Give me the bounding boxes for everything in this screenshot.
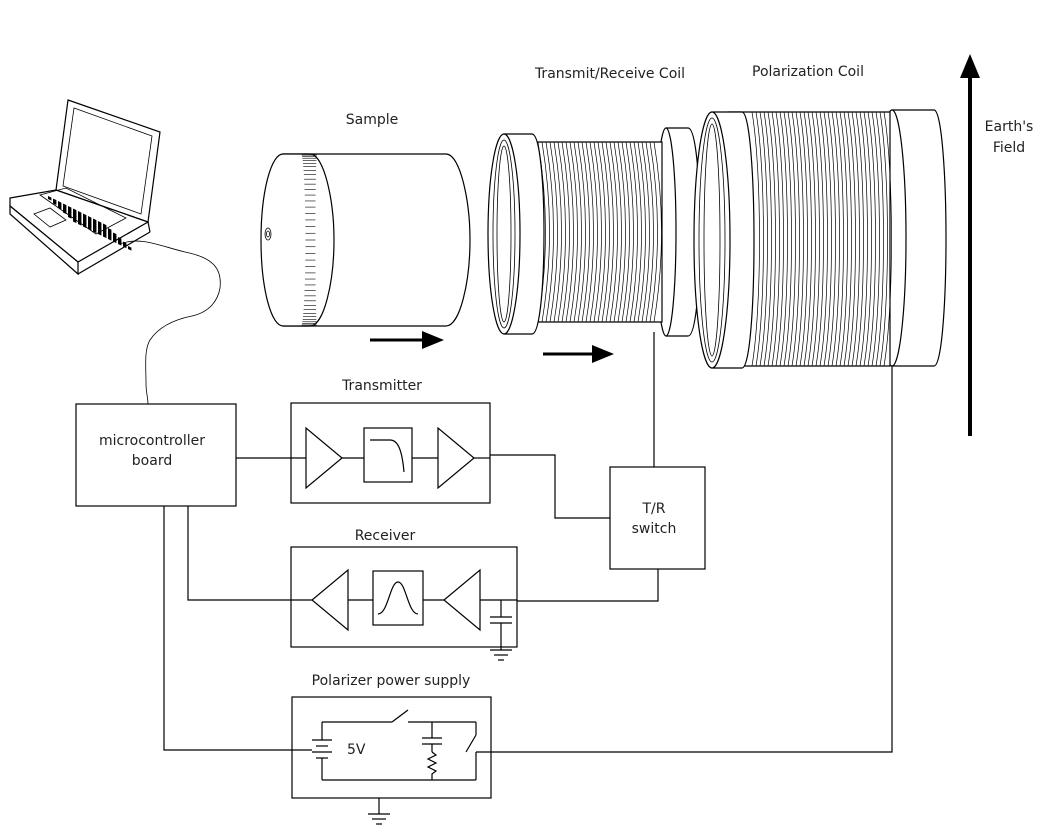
switch-icon bbox=[465, 734, 477, 753]
lowpass-filter-icon bbox=[363, 427, 413, 483]
trswitch-label-line2: switch bbox=[632, 521, 677, 537]
earth-field-label-line2: Field bbox=[993, 140, 1025, 156]
mcu-label-line1: microcontroller bbox=[99, 433, 205, 449]
transmit-receive-coil bbox=[487, 127, 701, 337]
capacitor-icon bbox=[422, 722, 442, 752]
polarization-coil bbox=[693, 109, 947, 369]
sample-cap-ridges bbox=[301, 153, 317, 327]
sample-cylinder bbox=[260, 153, 471, 327]
battery-icon bbox=[312, 722, 332, 780]
ground-icon bbox=[490, 649, 512, 661]
earth-field-label-line1: Earth's bbox=[985, 119, 1034, 135]
transmitter-label: Transmitter bbox=[341, 378, 422, 394]
usb-cable bbox=[119, 240, 221, 405]
capacitor-icon bbox=[490, 600, 512, 650]
polarizer-psu-label: Polarizer power supply bbox=[312, 673, 471, 689]
trswitch-label-line1: T/R bbox=[642, 501, 666, 517]
switch-icon bbox=[322, 709, 476, 723]
battery-voltage-label: 5V bbox=[347, 742, 366, 758]
amplifier-triangle-icon bbox=[305, 426, 343, 490]
bandpass-filter-icon bbox=[372, 570, 424, 626]
pol-coil-label: Polarization Coil bbox=[752, 64, 864, 80]
resistor-icon bbox=[426, 751, 438, 780]
tr-coil-label: Transmit/Receive Coil bbox=[534, 66, 685, 82]
coil-windings bbox=[751, 111, 892, 367]
mcu-label-line2: board bbox=[132, 453, 172, 469]
amplifier-triangle-icon bbox=[437, 426, 475, 490]
coil-windings bbox=[533, 141, 662, 323]
sample-label: Sample bbox=[346, 112, 399, 128]
ground-icon bbox=[368, 813, 390, 825]
arrow-icon bbox=[370, 331, 444, 349]
laptop-icon bbox=[9, 99, 161, 276]
keyboard-keys bbox=[48, 196, 132, 251]
tr-switch bbox=[609, 466, 706, 570]
microcontroller-board bbox=[75, 403, 237, 507]
polarizer-psu-block bbox=[291, 696, 492, 799]
arrow-icon bbox=[543, 345, 614, 363]
receiver-label: Receiver bbox=[355, 528, 416, 544]
earth-field-arrow-icon bbox=[960, 54, 980, 436]
